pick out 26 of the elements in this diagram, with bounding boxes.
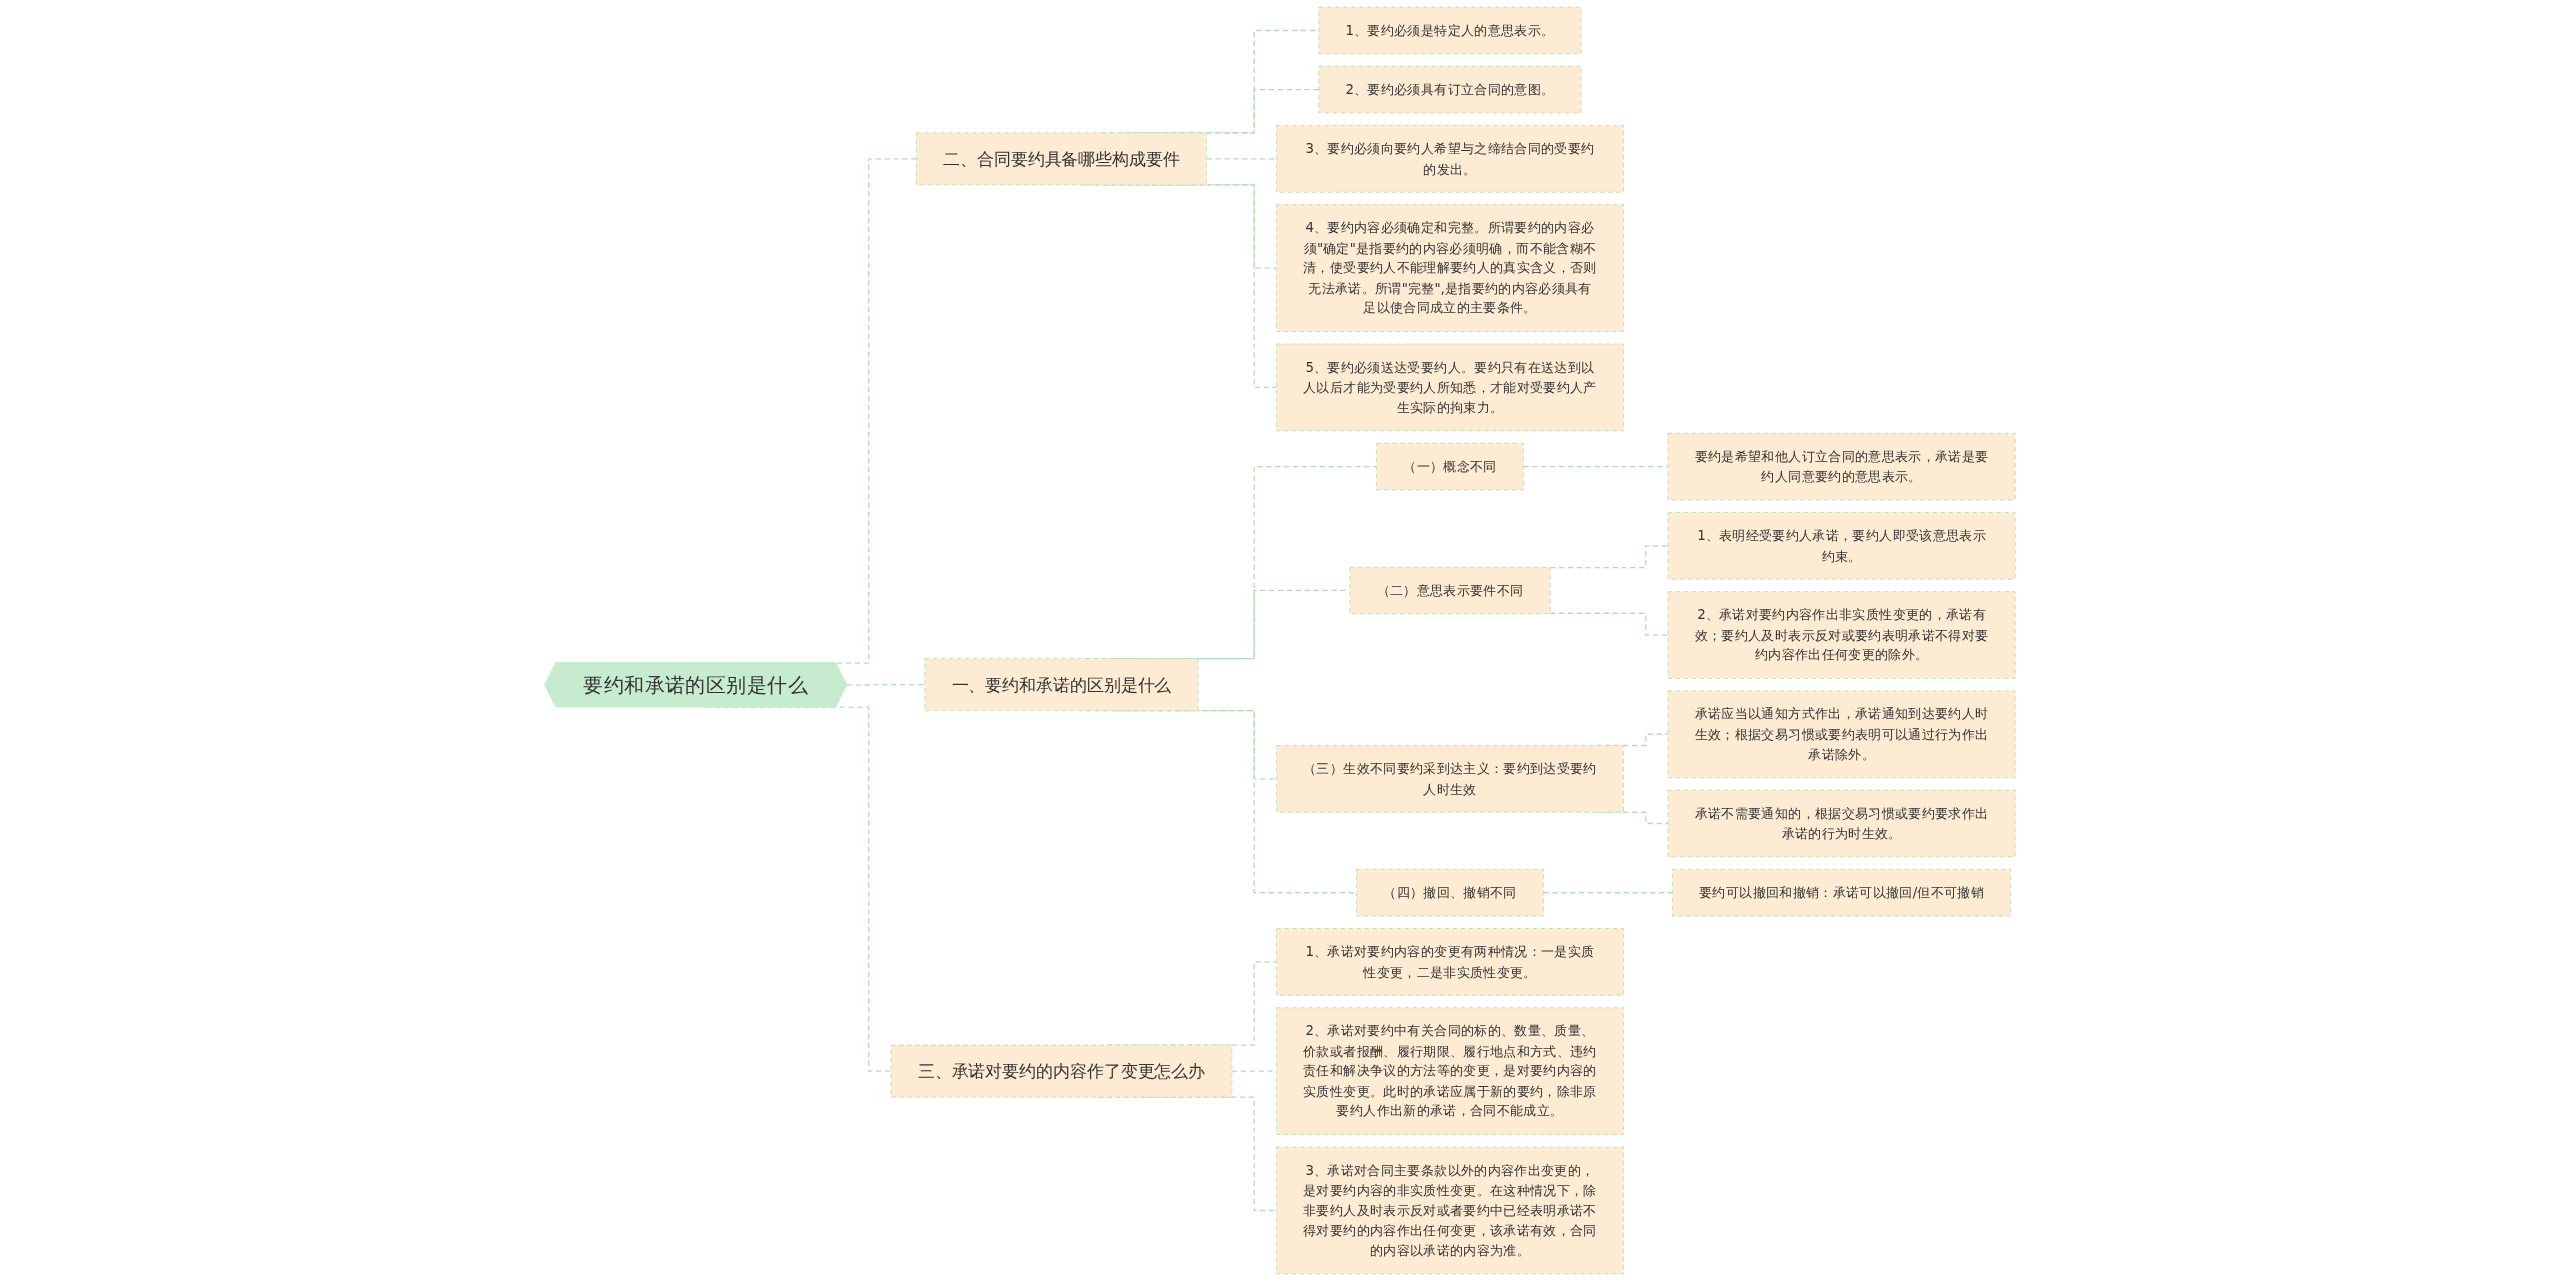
node-box: 一、要约和承诺的区别是什么 bbox=[924, 658, 1199, 712]
connector bbox=[1549, 612, 1669, 636]
node-box: 2、要约必须具有订立合同的意图。 bbox=[1318, 65, 1582, 114]
connector bbox=[846, 684, 926, 686]
node-box: 2、承诺对要约中有关合同的标的、数量、质量、价款或者报酬、履行期限、履行地点和方式、违约责任和解决争议的方法等的变更，是对要约内容的实质性变更。此时的承诺应属于新的要约，除非原要约人作出新的承诺，合同不能成立。 bbox=[1275, 1007, 1624, 1136]
node-box: 5、要约必须送达受要约人。要约只有在送达到以人以后才能为受要约人所知悉，才能对受要约人产生实际的拘束力。 bbox=[1275, 343, 1624, 432]
node-box: 1、表明经受要约人承诺，要约人即受该意思表示约束。 bbox=[1667, 512, 2016, 580]
node-box: 1、承诺对要约内容的变更有两种情况：一是实质性变更，二是非实质性变更。 bbox=[1275, 928, 1624, 996]
node-box: 承诺不需要通知的，根据交易习惯或要约要求作出承诺的行为时生效。 bbox=[1667, 789, 2016, 858]
node-box: 1、要约必须是特定人的意思表示。 bbox=[1318, 6, 1582, 55]
node-box: 4、要约内容必须确定和完整。所谓要约的内容必须"确定"是指要约的内容必须明确，而不能含糊不清，使受要约人不能理解要约人的真实含义，否则无法承诺。所谓"完整",是指要约的内容必须具有足以使合同成立的主要条件。 bbox=[1275, 204, 1624, 332]
node-box: （一）概念不同 bbox=[1376, 442, 1524, 491]
node-box: 要约是希望和他人订立合同的意思表示，承诺是要约人同意要约的意思表示。 bbox=[1667, 432, 2016, 501]
node-box: （四）撤回、撤销不同 bbox=[1356, 868, 1544, 917]
node-box: 3、承诺对合同主要条款以外的内容作出变更的，是对要约内容的非实质性变更。在这种情况下，除非要约人及时表示反对或者要约中已经表明承诺不得对要约的内容作出任何变更，该承诺有效，合同的内容以承诺的内容为准。 bbox=[1275, 1146, 1624, 1275]
node-box: 承诺应当以通知方式作出，承诺通知到达要约人时生效；根据交易习惯或要约表明可以通过行为作出承诺除外。 bbox=[1667, 690, 2016, 779]
node-box: 3、要约必须向要约人希望与之缔结合同的受要约的发出。 bbox=[1275, 125, 1624, 193]
node-box: 二、合同要约具备哪些构成要件 bbox=[915, 132, 1207, 186]
node-box: （三）生效不同要约采到达主义：要约到达受要约人时生效 bbox=[1275, 745, 1624, 813]
connector bbox=[1549, 545, 1669, 569]
node-box: 2、承诺对要约内容作出非实质性变更的，承诺有效；要约人及时表示反对或要约表明承诺不得对要约内容作出任何变更的除外。 bbox=[1667, 591, 2016, 679]
connector bbox=[1542, 892, 1674, 894]
node-box: （二）意思表示要件不同 bbox=[1349, 566, 1551, 615]
node-box: 要约可以撤回和撤销：承诺可以撤回/但不可撤销 bbox=[1672, 868, 2012, 917]
connector bbox=[1522, 465, 1669, 468]
node-box: 三、承诺对要约的内容作了变更怎么办 bbox=[890, 1044, 1233, 1098]
